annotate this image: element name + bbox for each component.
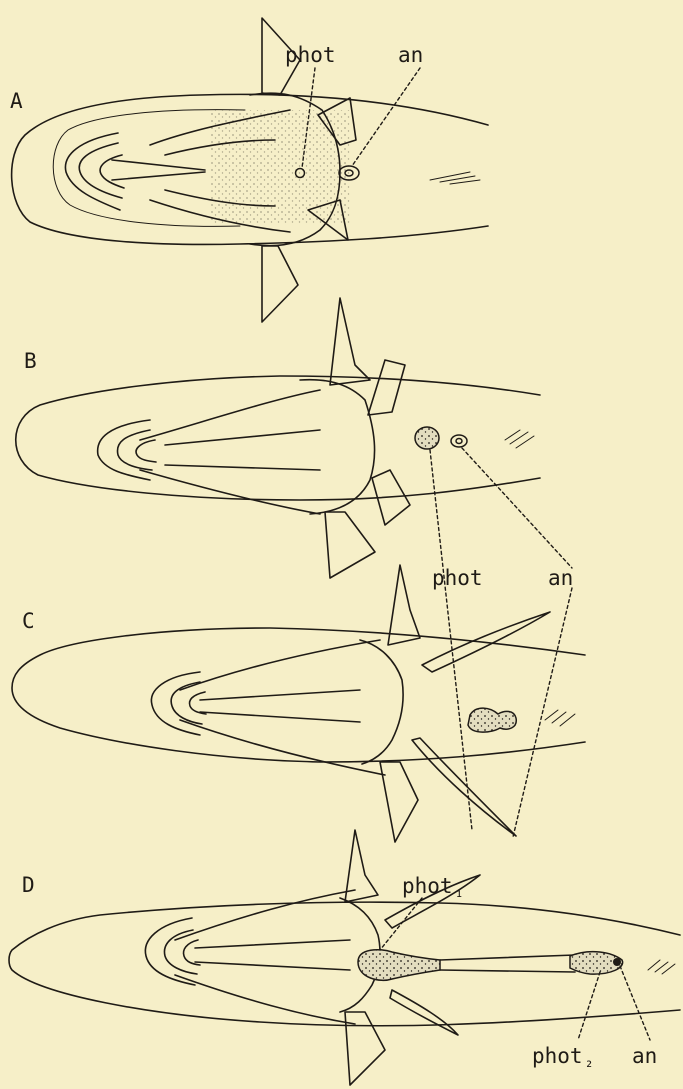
hatch (505, 430, 534, 448)
body (300, 380, 375, 514)
panel-b: B phot an (16, 298, 574, 837)
label-an: an (398, 43, 423, 67)
panel-c: C (12, 565, 585, 842)
panel-letter-a: A (10, 89, 23, 113)
anus (613, 958, 621, 966)
photophore-stipple (415, 427, 439, 449)
arms (175, 890, 355, 1024)
funnel (65, 133, 205, 210)
fin-bottom (262, 246, 298, 322)
mantle-outline (16, 376, 540, 500)
panel-letter-d: D (22, 873, 35, 897)
anus (451, 435, 467, 447)
leader-phot2 (578, 972, 600, 1040)
leader-an (620, 966, 650, 1040)
complex-stipple (468, 708, 516, 732)
leader-an (462, 448, 572, 837)
label-phot: phot (432, 566, 483, 590)
fin-top (388, 565, 420, 645)
leader-an (352, 68, 420, 166)
hatch (430, 172, 480, 184)
panel-letter-b: B (24, 349, 37, 373)
panel-a: A phot an (10, 18, 488, 322)
hatch (648, 960, 675, 974)
photophore-1-stipple (358, 950, 440, 981)
label-phot: phot (285, 43, 336, 67)
label-an: an (548, 566, 573, 590)
anus-inner (456, 439, 462, 444)
hatch (545, 710, 575, 726)
label-an: an (632, 1044, 657, 1068)
leader-phot1 (380, 898, 422, 950)
fin-top (330, 298, 370, 385)
panel-letter-c: C (22, 609, 35, 633)
funnel (145, 918, 200, 985)
intestine (440, 955, 575, 972)
stipple (210, 110, 350, 225)
fin-bottom (380, 762, 418, 842)
fin-side-upper (368, 360, 405, 415)
funnel (98, 420, 156, 480)
fin-bottom (325, 512, 375, 578)
mantle-outline (12, 628, 585, 762)
fin-side-lower (390, 990, 458, 1035)
body (360, 640, 403, 764)
